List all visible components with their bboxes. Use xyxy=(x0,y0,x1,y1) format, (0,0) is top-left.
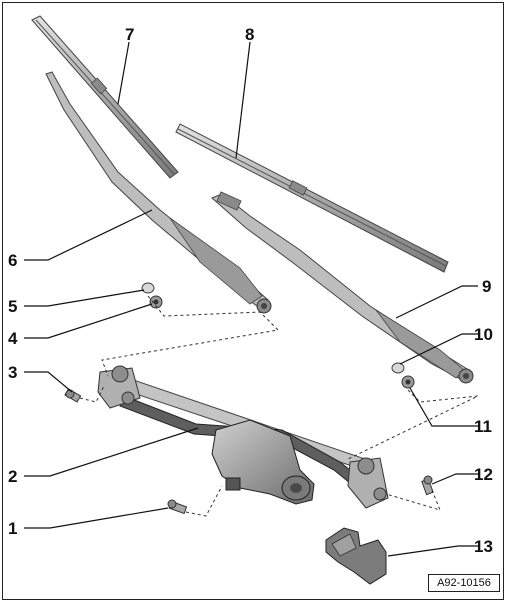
nut-left xyxy=(149,295,163,309)
reference-code: A92-10156 xyxy=(428,574,500,592)
nut-right xyxy=(401,375,415,389)
bolt-12 xyxy=(421,475,434,496)
cap-right xyxy=(391,362,405,374)
callout-13: 13 xyxy=(474,537,493,556)
callout-4: 4 xyxy=(8,329,18,348)
callout-7: 7 xyxy=(125,25,134,44)
wiper-blade-right xyxy=(175,123,449,273)
callout-2: 2 xyxy=(8,467,17,486)
callout-9: 9 xyxy=(482,277,491,296)
bolt-3 xyxy=(64,388,82,403)
leader-lines xyxy=(24,41,478,557)
callout-3: 3 xyxy=(8,363,17,382)
callout-6: 6 xyxy=(8,251,17,270)
wiper-arm-right xyxy=(211,191,474,384)
callout-8: 8 xyxy=(245,25,254,44)
bolt-1 xyxy=(167,499,188,515)
wiper-blade-left xyxy=(31,15,179,179)
wiper-linkage-frame xyxy=(97,365,389,509)
callout-1: 1 xyxy=(8,519,17,538)
connector-bracket xyxy=(325,527,387,585)
callout-5: 5 xyxy=(8,297,17,316)
callout-10: 10 xyxy=(474,325,493,344)
cap-left xyxy=(141,282,155,294)
wiper-motor xyxy=(211,419,315,505)
callout-12: 12 xyxy=(474,465,493,484)
wiper-arm-left xyxy=(45,71,272,314)
callout-11: 11 xyxy=(474,417,492,436)
